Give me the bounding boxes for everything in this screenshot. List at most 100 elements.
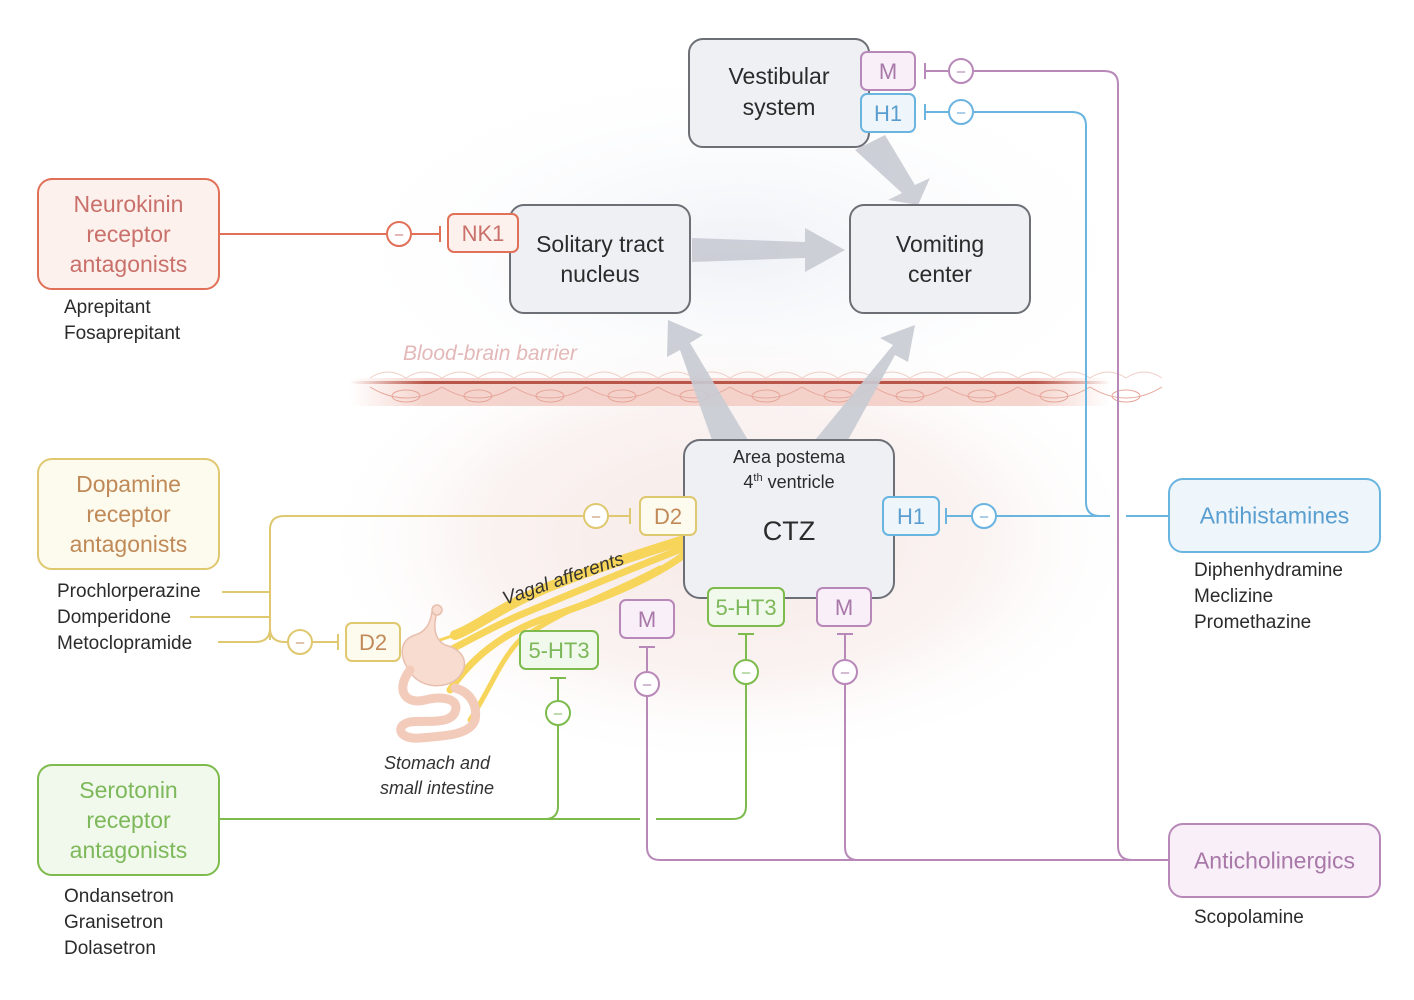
astrocyte-foot <box>729 371 803 379</box>
drug-class-title: antagonists <box>70 837 188 863</box>
serotonin-inhibit: – <box>545 700 571 726</box>
ctz-area-label: Area postema <box>733 447 846 467</box>
drug-class-title: Serotonin <box>79 777 177 803</box>
endothelial-cell <box>657 386 731 399</box>
endothelial-cell <box>1017 386 1091 399</box>
cell-nucleus <box>895 389 925 403</box>
drug-class-box <box>37 458 220 570</box>
solitary-label-2: nucleus <box>560 261 639 287</box>
drug-name: Aprepitant <box>64 297 151 318</box>
receptor-label: M <box>638 607 656 632</box>
drug-class-title: receptor <box>86 807 171 833</box>
minus-icon: – <box>742 664 751 681</box>
minus-icon: – <box>554 705 563 722</box>
ctz-m-receptor: M <box>816 587 872 627</box>
serotonin-antagonists: SerotoninreceptorantagonistsOndansetronG… <box>37 764 220 959</box>
inhibit-circle <box>733 659 759 685</box>
endothelial-cell <box>513 386 587 399</box>
astrocyte-foot <box>1017 371 1091 379</box>
drug-class-title: Anticholinergics <box>1194 848 1355 874</box>
dopamine-line-ctz <box>269 515 583 640</box>
anticholinergic-inhibit: – <box>634 671 660 697</box>
ctz-d2-receptor: D2 <box>639 496 697 536</box>
receptor-label: 5-HT3 <box>528 638 589 663</box>
stomach-intestine-icon <box>396 604 481 743</box>
drug-class-title: Neurokinin <box>74 191 184 217</box>
anticholinergic-inhibit: – <box>832 659 858 685</box>
antihistamine-inhibit: – <box>971 503 997 529</box>
dopamine-inhibit: – <box>287 629 313 655</box>
minus-icon: – <box>957 104 966 121</box>
drug-name: Fosaprepitant <box>64 323 181 344</box>
endothelial-cell <box>945 386 1019 399</box>
gut-label-2: small intestine <box>380 778 494 798</box>
receptor-label: M <box>879 59 897 84</box>
solitary-tract-nucleus-box: Solitary tract nucleus <box>509 204 691 314</box>
drug-name: Dolasetron <box>64 938 156 959</box>
antihistamines: AntihistaminesDiphenhydramineMeclizinePr… <box>1168 478 1381 633</box>
drug-class-title: antagonists <box>70 251 188 277</box>
receptor-frame <box>639 496 697 536</box>
receptor-label: D2 <box>654 504 682 529</box>
ctz-h1-receptor: H1 <box>882 496 940 536</box>
endothelial-cell <box>441 386 515 399</box>
drug-class-title: receptor <box>86 501 171 527</box>
neurokinin-antagonists: NeurokininreceptorantagonistsAprepitantF… <box>37 178 220 344</box>
dopamine-inhibit: – <box>583 503 609 529</box>
drug-class-box <box>1168 823 1381 898</box>
drug-name: Scopolamine <box>1194 907 1304 928</box>
receptor-label: 5-HT3 <box>715 595 776 620</box>
anticholinergic-inhibit: – <box>948 58 974 84</box>
arrow-vestibular-to-vomiting <box>855 135 930 205</box>
endothelial-cell <box>1089 386 1163 399</box>
dopamine-branch-3 <box>218 627 288 643</box>
gut-m-receptor: M <box>619 599 675 639</box>
inhibit-circle <box>634 671 660 697</box>
dopamine-antagonists: DopaminereceptorantagonistsProchlorperaz… <box>37 458 220 654</box>
arrow-ctz-to-solitary <box>667 320 748 440</box>
inhibit-circle <box>832 659 858 685</box>
minus-icon: – <box>643 676 652 693</box>
serotonin-line-ctz <box>545 685 747 820</box>
drug-name: Metoclopramide <box>57 633 192 654</box>
gut-d2-receptor: D2 <box>345 622 401 662</box>
inhibit-circle <box>287 629 313 655</box>
gut-5ht3-receptor: 5-HT3 <box>519 630 599 670</box>
ctz-5ht3-receptor: 5-HT3 <box>707 587 785 627</box>
drug-name: Ondansetron <box>64 886 174 907</box>
receptor-frame <box>860 93 916 133</box>
endothelial-cell <box>873 386 947 399</box>
astrocyte-foot <box>513 371 587 379</box>
antihistamine-inhibit: – <box>948 99 974 125</box>
cell-nucleus <box>535 389 565 403</box>
astrocyte-foot <box>585 371 659 379</box>
receptor-frame <box>345 622 401 662</box>
inhibit-circle <box>386 221 412 247</box>
arrow-ctz-to-vomiting <box>815 325 915 440</box>
receptor-frame <box>519 630 599 670</box>
inhibit-circle <box>948 58 974 84</box>
vomiting-label-2: center <box>908 261 972 287</box>
drug-class-title: antagonists <box>70 531 188 557</box>
receptor-frame <box>816 587 872 627</box>
receptor-frame <box>447 213 519 253</box>
drug-name: Meclizine <box>1194 586 1273 607</box>
vest-h1-receptor: H1 <box>860 93 916 133</box>
endothelial-cell <box>369 386 443 399</box>
receptor-label: M <box>835 595 853 620</box>
vestibular-label-2: system <box>743 94 816 120</box>
endothelial-cell <box>729 386 803 399</box>
astrocyte-foot <box>1089 371 1163 379</box>
minus-icon: – <box>980 508 989 525</box>
receptor-frame <box>860 51 916 91</box>
drug-class-title: Antihistamines <box>1200 503 1350 529</box>
minus-icon: – <box>296 634 305 651</box>
bbb-label: Blood-brain barrier <box>403 342 578 365</box>
gut-label-1: Stomach and <box>384 753 491 773</box>
solitary-label-1: Solitary tract <box>536 231 664 257</box>
cell-nucleus <box>1111 389 1141 403</box>
anticholinergic-line-ctz <box>844 685 859 861</box>
drug-class-box <box>37 178 220 290</box>
